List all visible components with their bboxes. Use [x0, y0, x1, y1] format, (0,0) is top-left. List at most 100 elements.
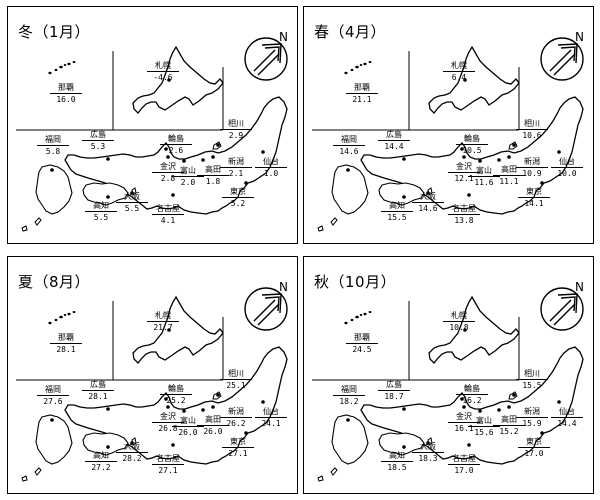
label-underline [220, 379, 252, 380]
city-name: 広島 [386, 130, 402, 139]
city-name: 大阪 [124, 192, 140, 201]
city-name: 金沢 [160, 412, 176, 421]
label-underline [255, 167, 287, 168]
label-underline [516, 167, 548, 168]
city-name: 東京 [526, 187, 542, 196]
city-name: 金沢 [160, 162, 176, 171]
city-temperature: 18.7 [384, 392, 404, 401]
city-label: 高知 5.5 [85, 201, 117, 222]
label-underline [412, 452, 444, 453]
label-underline [82, 140, 114, 141]
label-underline [448, 172, 480, 173]
yakushima-shape [317, 225, 324, 232]
city-markers [50, 328, 265, 449]
label-underline [412, 202, 444, 203]
label-underline [160, 394, 192, 395]
north-arrow-icon: N [540, 30, 584, 81]
tanegashima-shape [34, 467, 42, 476]
label-underline [516, 417, 548, 418]
city-temperature: 10.6 [522, 131, 542, 140]
map-drawing: N [16, 30, 288, 232]
panel-title: 冬（1月） [18, 23, 91, 41]
okinawa-islands [48, 61, 76, 75]
label-underline [346, 93, 378, 94]
city-name: 金沢 [456, 162, 472, 171]
city-temperature: 15.5 [387, 213, 407, 222]
city-label: 金沢 12.1 [448, 162, 480, 183]
label-underline [197, 175, 229, 176]
label-underline [147, 71, 179, 72]
panel-title: 春（4月） [314, 23, 387, 41]
city-name: 高知 [93, 201, 109, 210]
city-temperature: 15.2 [499, 427, 519, 436]
north-arrow-icon: N [540, 280, 584, 331]
map-drawing: N [312, 30, 584, 232]
city-name: 福岡 [45, 135, 61, 144]
city-temperature: 2.9 [228, 131, 244, 140]
city-name: 福岡 [341, 135, 357, 144]
city-temperature: 24.5 [352, 345, 372, 354]
city-name: 名古屋 [452, 204, 476, 213]
city-temperature: 2.6 [168, 146, 184, 155]
city-name: 富山 [180, 416, 196, 425]
city-name: 広島 [90, 130, 106, 139]
kyushu-shape [331, 414, 369, 465]
label-underline [378, 390, 410, 391]
label-underline [50, 93, 82, 94]
label-underline [172, 426, 204, 427]
city-temperature: 5.5 [93, 213, 109, 222]
label-underline [468, 426, 500, 427]
city-name: 新潟 [228, 157, 244, 166]
label-underline [255, 417, 287, 418]
city-temperature: 18.3 [418, 454, 438, 463]
city-markers [346, 78, 561, 199]
city-name: 高知 [389, 451, 405, 460]
city-temperature: 5.8 [45, 147, 61, 156]
label-underline [448, 422, 480, 423]
city-label: 大阪 5.5 [116, 192, 148, 213]
hokkaido-shape [428, 45, 520, 114]
city-temperature: 25.1 [226, 381, 246, 390]
tanegashima-shape [330, 217, 338, 226]
city-temperature: 15.6 [474, 428, 494, 437]
city-name: 那覇 [354, 83, 370, 92]
kyushu-shape [331, 164, 369, 215]
city-temperature: -4.6 [153, 73, 173, 82]
city-name: 富山 [476, 166, 492, 175]
label-underline [551, 417, 583, 418]
city-name: 名古屋 [156, 204, 180, 213]
map-panel-1: 冬（1月） [7, 6, 298, 244]
city-temperature: 5.5 [124, 204, 140, 213]
city-label: 福岡 5.8 [37, 135, 69, 156]
label-underline [147, 321, 179, 322]
label-underline [333, 395, 365, 396]
city-temperature: 15.9 [522, 419, 542, 428]
map-panel-4: 秋（10月） [303, 256, 594, 494]
label-underline [448, 214, 480, 215]
city-temperature: 12.1 [454, 174, 474, 183]
label-underline [468, 176, 500, 177]
label-underline [333, 145, 365, 146]
city-name: 札幌 [155, 61, 171, 70]
label-underline [518, 197, 550, 198]
